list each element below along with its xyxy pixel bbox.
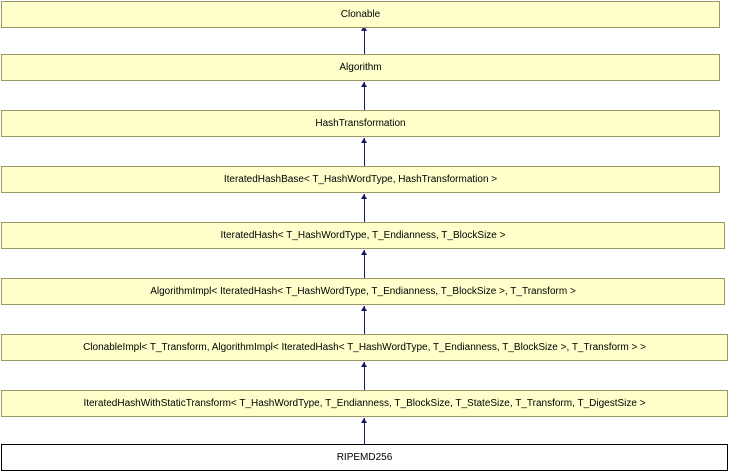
edge-iteratedhashbase-to-hashtransformation: [364, 138, 365, 166]
class-node-clonable[interactable]: Clonable: [1, 1, 720, 28]
class-node-label: RIPEMD256: [336, 452, 393, 463]
class-node-algorithm[interactable]: Algorithm: [1, 54, 720, 81]
class-node-label: Clonable: [340, 9, 381, 20]
edge-iteratedhashwithstatic-to-clonableimpl: [364, 362, 365, 390]
edge-algorithmimpl-to-iteratedhash: [364, 250, 365, 278]
class-node-iterated-hash-base[interactable]: IteratedHashBase< T_HashWordType, HashTr…: [1, 166, 720, 193]
arrowhead-icon-hashtransformation-to-algorithm: [361, 82, 367, 87]
class-node-hash-transformation[interactable]: HashTransformation: [1, 110, 720, 137]
class-node-iterated-hash-with-static-transform[interactable]: IteratedHashWithStaticTransform< T_HashW…: [1, 390, 728, 417]
arrowhead-icon-iteratedhashwithstatic-to-clonableimpl: [361, 362, 367, 367]
class-node-label: AlgorithmImpl< IteratedHash< T_HashWordT…: [150, 286, 576, 297]
arrowhead-icon-iteratedhashbase-to-hashtransformation: [361, 138, 367, 143]
edge-clonableimpl-to-algorithmimpl: [364, 306, 365, 334]
class-node-ripemd256[interactable]: RIPEMD256: [1, 444, 728, 471]
class-node-label: IteratedHashWithStaticTransform< T_HashW…: [83, 398, 646, 409]
arrowhead-icon-ripemd256-to-iteratedhashwithstatic: [361, 418, 367, 423]
edge-iteratedhash-to-iteratedhashbase: [364, 194, 365, 222]
class-node-label: IteratedHashBase< T_HashWordType, HashTr…: [223, 174, 498, 185]
arrowhead-icon-algorithm-to-clonable: [361, 26, 367, 31]
class-node-label: HashTransformation: [315, 118, 406, 129]
class-node-algorithm-impl[interactable]: AlgorithmImpl< IteratedHash< T_HashWordT…: [1, 278, 725, 305]
class-node-label: IteratedHash< T_HashWordType, T_Endianne…: [220, 230, 506, 241]
class-node-label: Algorithm: [339, 62, 382, 73]
class-node-iterated-hash[interactable]: IteratedHash< T_HashWordType, T_Endianne…: [1, 222, 725, 249]
arrowhead-icon-algorithmimpl-to-iteratedhash: [361, 250, 367, 255]
arrowhead-icon-clonableimpl-to-algorithmimpl: [361, 306, 367, 311]
class-node-label: ClonableImpl< T_Transform, AlgorithmImpl…: [83, 342, 646, 353]
edge-hashtransformation-to-algorithm: [364, 82, 365, 110]
class-node-clonable-impl[interactable]: ClonableImpl< T_Transform, AlgorithmImpl…: [1, 334, 728, 361]
arrowhead-icon-iteratedhash-to-iteratedhashbase: [361, 194, 367, 199]
edge-algorithm-to-clonable: [364, 26, 365, 54]
edge-ripemd256-to-iteratedhashwithstatic: [364, 418, 365, 444]
